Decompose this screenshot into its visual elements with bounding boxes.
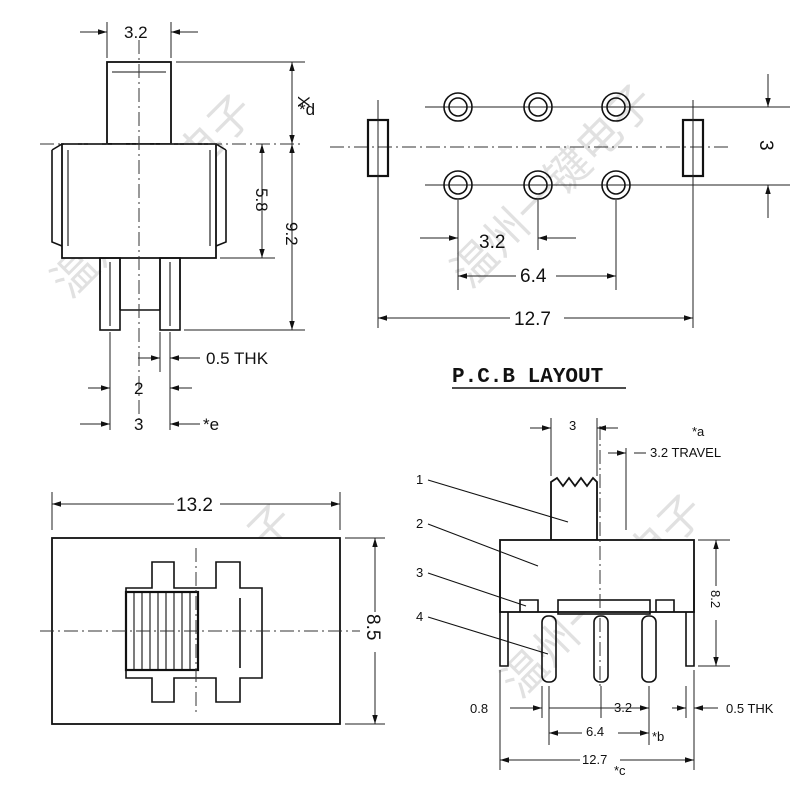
front-actuator [550,476,598,541]
dim-front-3-2: 3.2 [614,700,632,715]
dim-top-13-2: 13.2 [176,495,213,516]
callout-2: 2 [416,516,423,531]
dim-pcb-6-4: 6.4 [520,266,547,287]
dim-front-8-2: 8.2 [708,590,723,608]
pcb-hole [601,170,631,200]
dim-front-12-7-suffix: *c [614,763,626,778]
pcb-hole [523,170,553,200]
front-view: 1 2 3 4 3 *a 3.2 TRAVEL 8.2 [416,418,774,778]
dim-side-x-suffix: *d [299,100,315,119]
dim-front-6-4: 6.4 [586,724,604,739]
dim-side-3-suffix: *e [203,415,219,434]
front-pin-2 [593,615,609,683]
dim-pcb-3: 3 [755,140,776,151]
pcb-holes [443,92,631,200]
side-pin-right [159,257,181,331]
callout-1: 1 [416,472,423,487]
dim-front-0-8: 0.8 [470,701,488,716]
pcb-hole-inner [448,97,468,117]
dim-side-5-8: 5.8 [252,188,271,212]
dim-front-travel-star: *a [692,424,705,439]
dim-front-thk: 0.5 THK [726,701,774,716]
front-housing [499,539,695,613]
pcb-hole-inner [448,175,468,195]
dim-side-thk: 0.5 THK [206,349,269,368]
callout-4: 4 [416,609,423,624]
pcb-hole-inner [606,175,626,195]
dim-front-12-7: 12.7 [582,752,607,767]
pcb-hole [601,92,631,122]
front-pin-3 [641,615,657,683]
pcb-hole [523,92,553,122]
dim-front-travel: 3.2 TRAVEL [650,445,721,460]
dim-front-3: 3 [569,418,576,433]
dim-side-3: 3 [134,415,143,434]
pcb-hole-inner [528,97,548,117]
front-pin-1 [541,615,557,683]
pcb-layout: 3.2 6.4 12.7 3 P.C.B LAYOUT [330,74,790,389]
pcb-hole [443,92,473,122]
dim-side-2: 2 [134,379,143,398]
callout-3: 3 [416,565,423,580]
pcb-hole-inner [606,97,626,117]
top-actuator [125,561,263,703]
pcb-layout-title: P.C.B LAYOUT [452,366,603,389]
side-view: 3.2 X *d 5.8 9.2 0.5 THK 2 3 *e [40,22,315,434]
top-view: 13.2 8.5 [40,490,388,725]
dim-side-9-2: 9.2 [282,222,301,246]
side-pin-left [99,257,121,331]
dim-side-3-2: 3.2 [124,23,148,42]
dim-pcb-12-7: 12.7 [514,309,551,330]
dim-front-6-4-suffix: *b [652,729,664,744]
pcb-hole-inner [528,175,548,195]
pcb-hole [443,170,473,200]
dim-top-8-5: 8.5 [362,614,383,640]
dim-pcb-3-2: 3.2 [479,232,505,253]
dim-side-x: X [294,96,313,107]
